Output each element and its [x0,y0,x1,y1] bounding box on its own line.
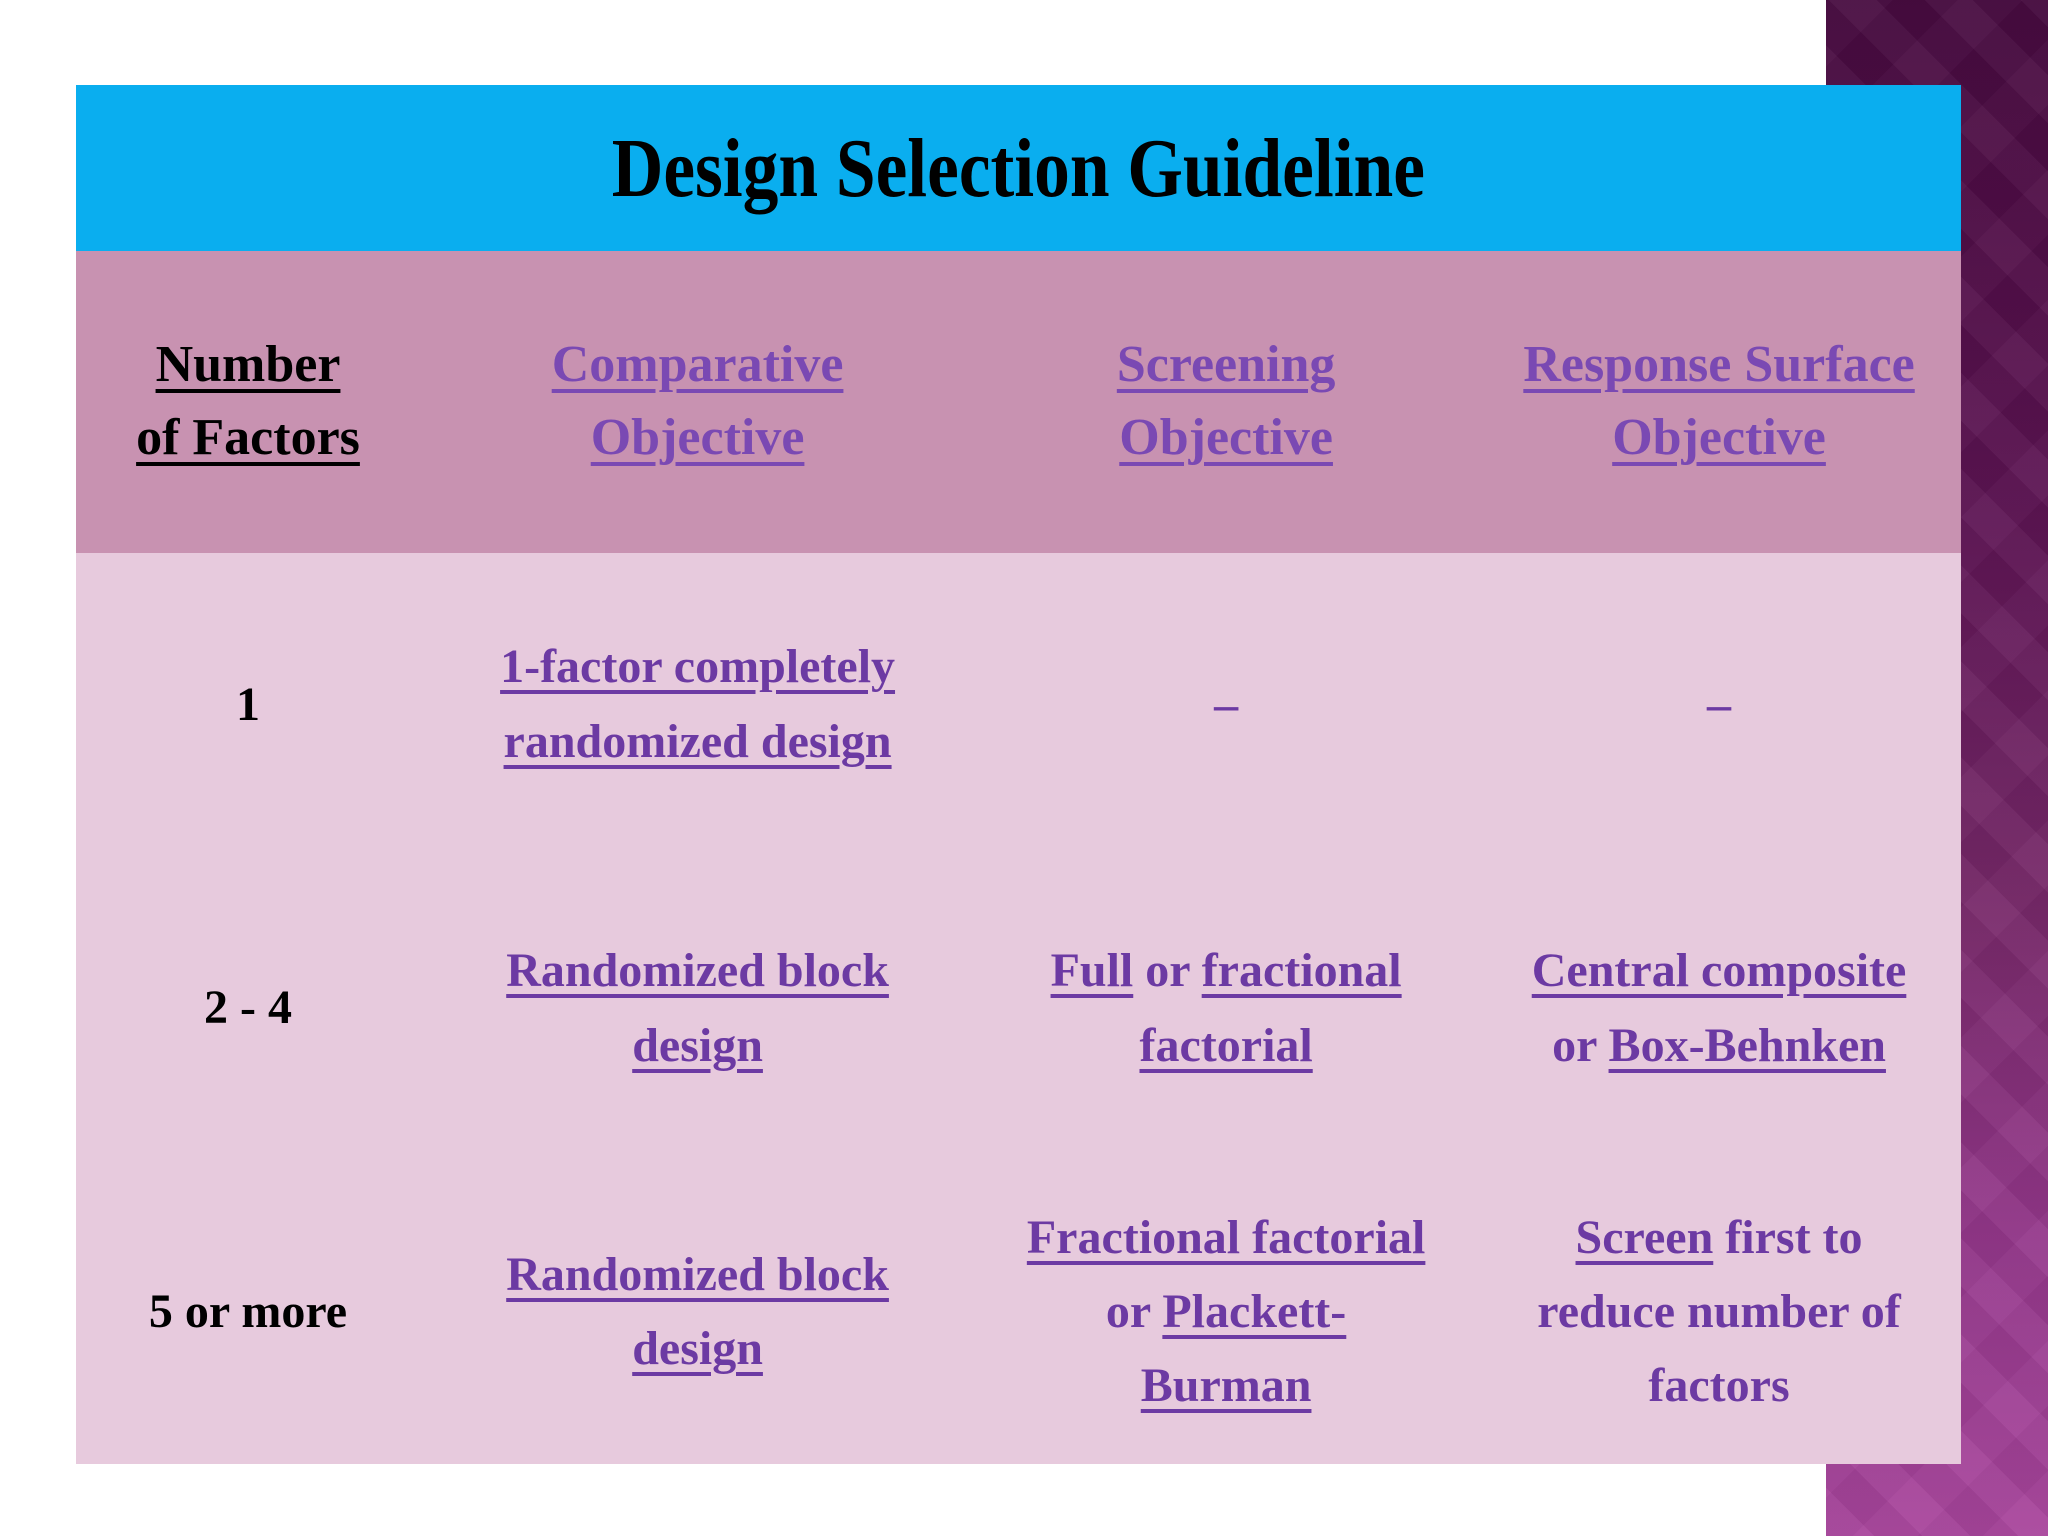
cell-line: Screen first to [1576,1201,1863,1275]
cell-text: or [1133,944,1202,998]
cell-line: Central composite [1532,934,1907,1008]
table-row: 1 1-factor completely randomized design – – [76,553,1961,857]
cell-line: Full or fractional [1051,934,1402,1008]
cell-text: first to [1713,1210,1863,1264]
design-link[interactable]: Fractional factorial [1026,1210,1426,1264]
cell-comparative: 1-factor completely randomized design [420,553,975,857]
design-link[interactable]: Randomized block [506,1247,889,1301]
cell-comparative: Randomized block design [420,857,975,1161]
cell-response-surface: Screen first to reduce number of factors [1477,1160,1961,1464]
cell-text: – [1707,677,1732,731]
cell-line: factors [1648,1349,1789,1423]
table-title-bar: Design Selection Guideline [76,85,1961,251]
cell-line: – [1707,668,1731,742]
cell-text: factors [1648,1359,1790,1413]
design-link[interactable]: Box-Behnken [1608,1018,1886,1072]
header-link-text[interactable]: Comparative [551,336,844,394]
design-link[interactable]: Central composite [1531,944,1907,998]
cell-text: or [1552,1018,1609,1072]
cell-line: design [632,1312,763,1386]
cell-line: randomized design [504,705,892,779]
cell-line: Randomized block [506,1238,889,1312]
header-link-text[interactable]: Objective [590,409,805,466]
design-link[interactable]: 1-factor completely [500,640,896,694]
factors-value: 2 - 4 [204,981,292,1035]
design-link[interactable]: design [632,1322,763,1376]
factors-value: 5 or more [148,1284,348,1338]
cell-text: or [1105,1284,1163,1338]
cell-line: Burman [1141,1349,1312,1423]
cell-comparative: Randomized block design [420,1160,975,1464]
cell-factors: 5 or more [76,1160,420,1464]
design-link[interactable]: factorial [1139,1018,1313,1072]
cell-text: reduce number of [1537,1284,1901,1338]
cell-line: Fractional factorial [1027,1201,1426,1275]
page-title: Design Selection Guideline [611,121,1426,215]
cell-screening: Full or fractional factorial [975,857,1477,1161]
cell-text: – [1214,677,1239,731]
factors-value: 1 [236,677,260,731]
design-link[interactable]: fractional [1201,944,1402,998]
cell-line: – [1214,668,1238,742]
design-link[interactable]: Plackett- [1162,1284,1347,1338]
design-link[interactable]: design [632,1018,763,1072]
header-link-text[interactable]: Objective [1612,409,1826,466]
design-link[interactable]: Screen [1575,1210,1714,1264]
design-link[interactable]: Full [1050,944,1134,998]
cell-line: design [632,1009,763,1083]
table-row: 2 - 4 Randomized block design Full or fract… [76,857,1961,1161]
cell-line: reduce number of [1537,1275,1901,1349]
header-text: of Factors [136,409,360,466]
header-cell-factors: Number of Factors [76,251,420,553]
cell-screening: Fractional factorial or Plackett- Burman [975,1160,1477,1464]
table-body: 1 1-factor completely randomized design – – 2… [76,553,1961,1464]
table-row: 5 or more Randomized block design Fractiona… [76,1160,1961,1464]
cell-factors: 2 - 4 [76,857,420,1161]
cell-response-surface: Central composite or Box-Behnken [1477,857,1961,1161]
design-link[interactable]: randomized design [503,714,892,768]
cell-line: 1-factor completely [500,630,895,704]
cell-line: factorial [1139,1009,1312,1083]
design-selection-table: Design Selection Guideline Number of Fact… [76,85,1961,1464]
header-link-text[interactable]: Response Surface [1523,336,1915,394]
design-link[interactable]: Burman [1140,1359,1312,1413]
cell-factors: 1 [76,553,420,857]
design-link[interactable]: Randomized block [506,944,889,998]
header-text: Number [155,336,341,394]
header-link-text[interactable]: Objective [1119,409,1333,466]
cell-line: or Plackett- [1106,1275,1346,1349]
cell-line: or Box-Behnken [1552,1009,1886,1083]
cell-line: Randomized block [506,934,889,1008]
header-link-text[interactable]: Screening [1116,336,1336,394]
cell-screening: – [975,553,1477,857]
cell-response-surface: – [1477,553,1961,857]
